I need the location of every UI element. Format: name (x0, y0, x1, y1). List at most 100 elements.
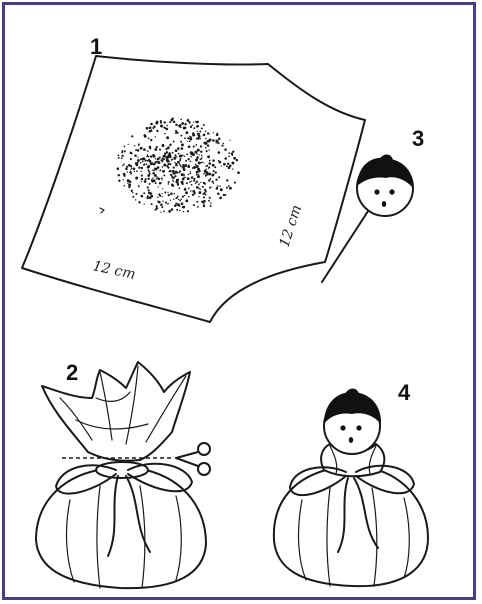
stuffing-dot (187, 137, 189, 139)
stuffing-dot (193, 178, 195, 180)
stuffing-dot (148, 165, 150, 167)
stuffing-dot (163, 174, 165, 176)
stuffing-dot (147, 186, 149, 188)
stuffing-dot (168, 210, 171, 213)
stuffing-dot (221, 145, 223, 147)
stuffing-dot (144, 203, 145, 204)
stuffing-dot (164, 121, 166, 123)
stuffing-dot (217, 186, 218, 187)
stuffing-dot (154, 174, 157, 177)
step-4-number: 4 (398, 380, 411, 405)
stuffing-dot (212, 139, 215, 142)
stuffing-dot (182, 206, 185, 209)
stuffing-dot (203, 196, 205, 198)
stuffing-dot (207, 144, 209, 146)
stuffing-dot (179, 187, 181, 189)
stuffing-dot (149, 130, 152, 133)
stuffing-dot (174, 193, 176, 195)
stuffing-dot (132, 153, 133, 154)
stuffing-dot (127, 183, 128, 184)
stuffing-dot (183, 211, 185, 213)
doll-right-eye (356, 425, 361, 430)
doll-left-eye (340, 425, 345, 430)
stuffing-dot (217, 132, 218, 133)
stuffing-dot (179, 159, 181, 161)
stuffing-dot (153, 179, 156, 182)
stuffing-dot (226, 187, 228, 189)
stuffing-dot (198, 191, 201, 194)
stuffing-dot (172, 152, 174, 154)
stuffing-dot (137, 157, 138, 158)
stuffing-dot (198, 183, 200, 185)
stuffing-dot (190, 156, 192, 158)
stuffing-dot (162, 161, 164, 163)
stuffing-dot (203, 162, 204, 163)
stuffing-dot (192, 152, 194, 154)
stuffing-dot (181, 147, 184, 150)
stuffing-dot (135, 199, 136, 200)
stuffing-dot (188, 158, 190, 160)
stuffing-dot (169, 121, 171, 123)
stuffing-dot (201, 156, 202, 157)
stuffing-dot (193, 180, 195, 182)
stuffing-dot (173, 141, 175, 143)
stuffing-dot (152, 127, 153, 128)
stuffing-dot (130, 169, 131, 170)
stuffing-dot (203, 124, 205, 126)
stuffing-dot (209, 187, 211, 189)
stuffing-dot (188, 174, 190, 176)
stuffing-dot (185, 199, 188, 202)
stuffing-dot (192, 132, 195, 135)
stuffing-dot (147, 167, 148, 168)
stuffing-dot (125, 168, 128, 171)
stuffing-dot (231, 162, 234, 165)
stuffing-dot (203, 182, 205, 184)
stuffing-dot (151, 163, 153, 165)
stuffing-dot (180, 141, 182, 143)
stuffing-dot (181, 181, 184, 184)
stuffing-dot (203, 205, 205, 207)
stuffing-dot (208, 179, 210, 181)
stuffing-dot (140, 158, 142, 160)
stuffing-dot (212, 159, 214, 161)
stuffing-dot (201, 155, 202, 156)
stuffing-dot (196, 153, 198, 155)
stuffing-dot (213, 170, 215, 172)
stuffing-dot (177, 147, 180, 150)
stuffing-dot (162, 144, 165, 147)
stuffing-dot (151, 203, 153, 205)
stuffing-dot (143, 134, 146, 137)
stuffing-dot (237, 171, 240, 174)
stuffing-dot (130, 165, 132, 167)
stuffing-dot (143, 163, 145, 165)
stuffing-dot (132, 192, 133, 193)
stuffing-dot (186, 131, 189, 134)
stuffing-dot (124, 146, 126, 148)
stuffing-dot (155, 122, 158, 125)
stuffing-dot (163, 127, 165, 129)
stuffing-dot (224, 157, 227, 160)
stuffing-dot (170, 192, 173, 195)
stuffing-dot (199, 154, 200, 155)
stuffing-dot (170, 199, 171, 200)
stuffing-dot (192, 194, 194, 196)
stuffing-dot (180, 198, 182, 200)
stuffing-dot (193, 127, 195, 129)
stuffing-dot (179, 210, 180, 211)
stuffing-dot (160, 121, 162, 123)
stuffing-dot (197, 206, 199, 208)
stuffing-dot (167, 203, 169, 205)
stuffing-dot (176, 156, 177, 157)
stuffing-dot (126, 166, 128, 168)
stuffing-dot (163, 158, 165, 160)
stuffing-dot (161, 177, 163, 179)
stuffing-dot (195, 164, 197, 166)
stuffing-dot (166, 159, 168, 161)
stuffing-dot (154, 168, 156, 170)
stuffing-dot (188, 188, 190, 190)
stuffing-dot (189, 181, 191, 183)
stuffing-dot (141, 175, 143, 177)
stuffing-dot (160, 204, 163, 207)
stuffing-dot (118, 154, 120, 156)
